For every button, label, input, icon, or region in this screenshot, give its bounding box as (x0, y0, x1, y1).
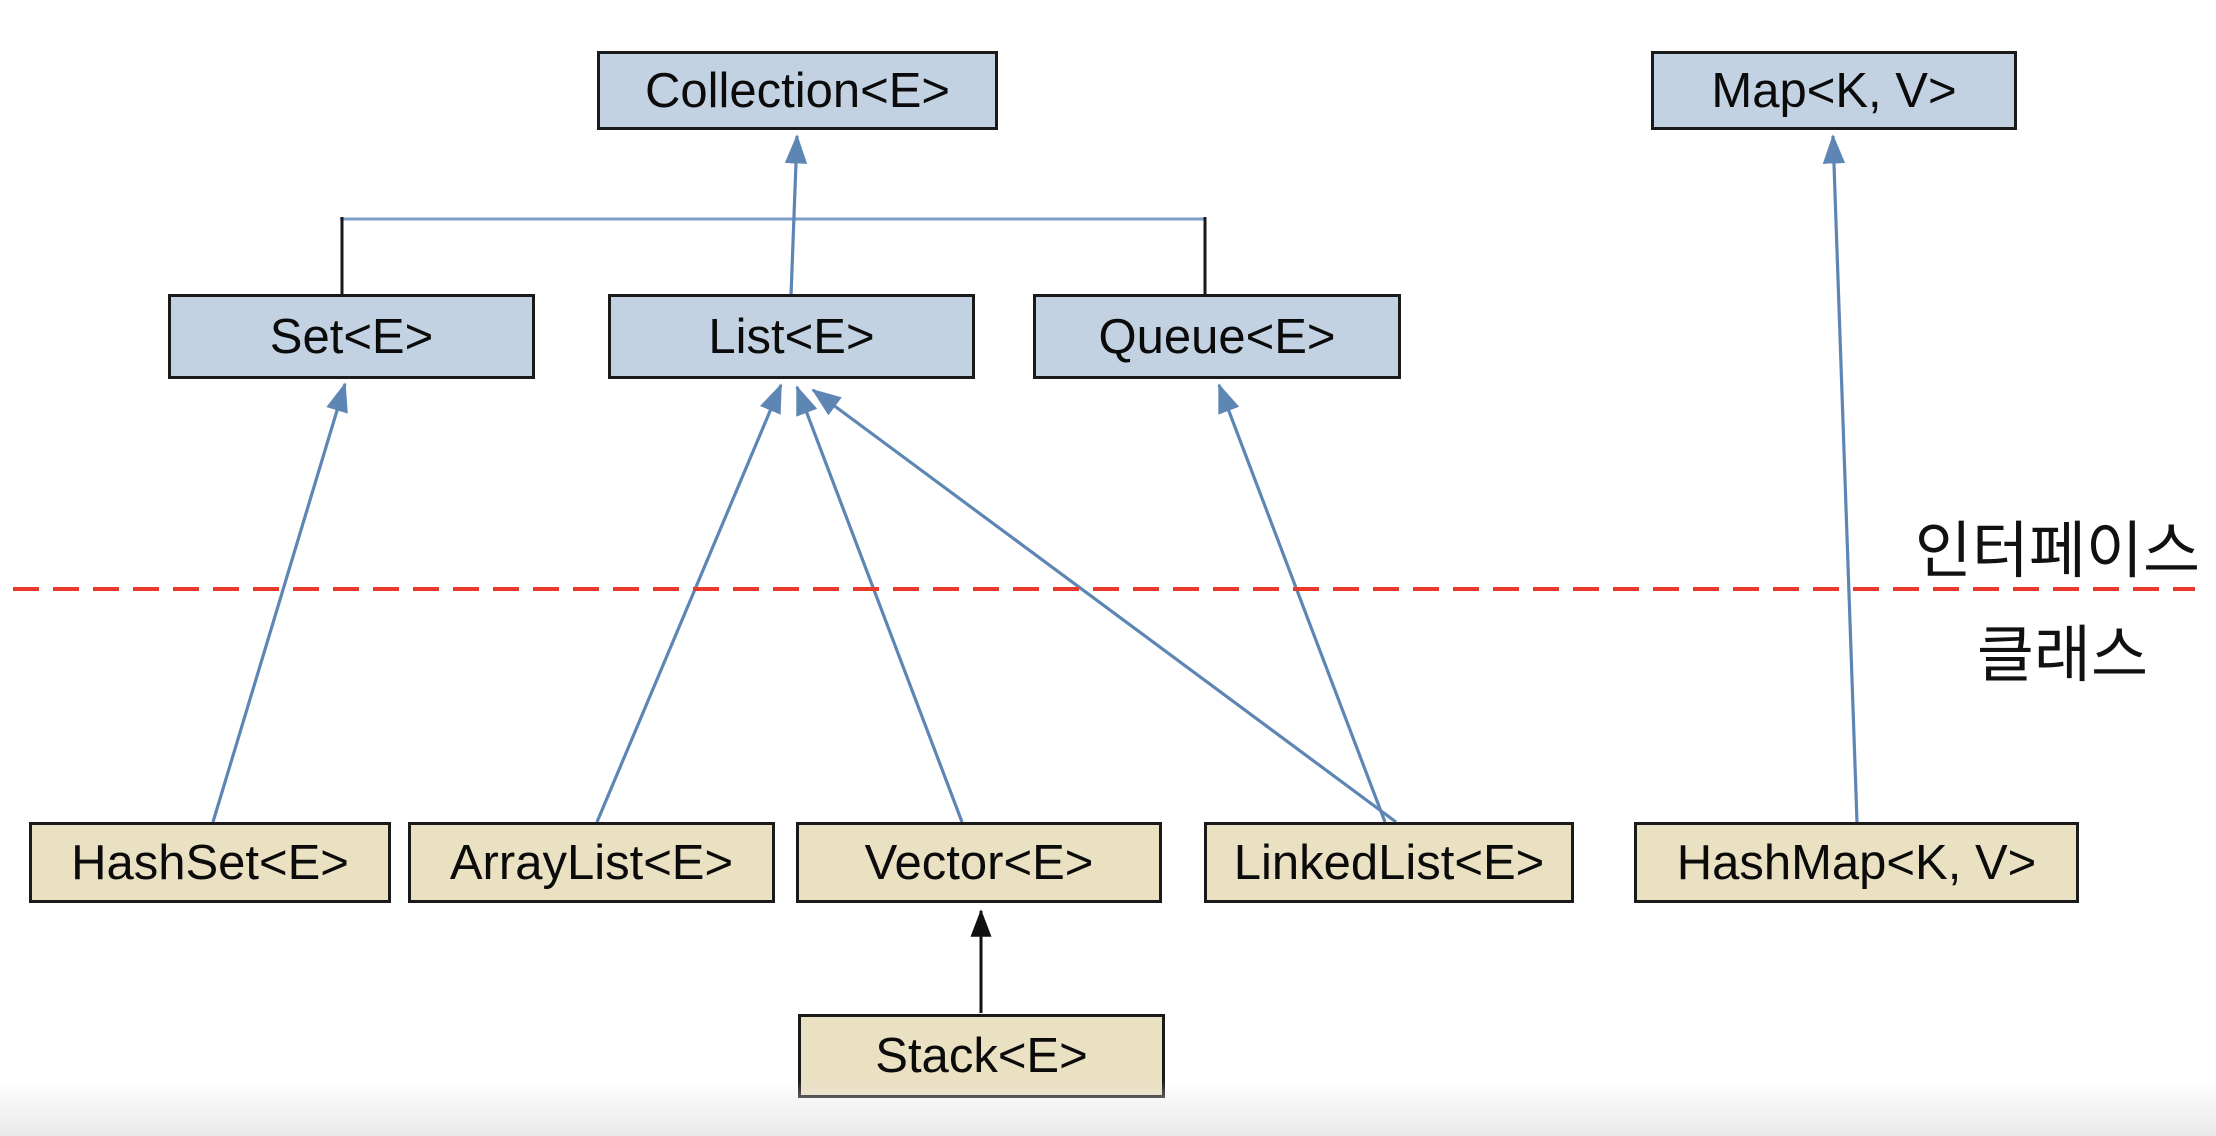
node-queue-interface: Queue<E> (1033, 294, 1401, 379)
node-map-interface: Map<K, V> (1651, 51, 2017, 130)
node-label: Collection<E> (644, 63, 951, 118)
node-vector-class: Vector<E> (796, 822, 1162, 903)
node-label: HashMap<K, V> (1676, 835, 2037, 890)
node-label: Queue<E> (1098, 309, 1336, 364)
node-label: HashSet<E> (71, 835, 349, 890)
node-label: Map<K, V> (1711, 63, 1957, 118)
node-arraylist-class: ArrayList<E> (408, 822, 775, 903)
node-label: Stack<E> (875, 1029, 1088, 1083)
node-linkedlist-class: LinkedList<E> (1204, 822, 1574, 903)
class-region-label: 클래스 (1976, 621, 2148, 690)
node-label: List<E> (708, 309, 875, 364)
edge-arraylist-to-list-arrow (595, 383, 783, 823)
node-list-interface: List<E> (608, 294, 975, 379)
edge-hashset-to-set-arrow (211, 382, 348, 823)
interface-region-label: 인터페이스 (1914, 517, 2200, 586)
node-label: Set<E> (269, 309, 434, 364)
node-label: ArrayList<E> (449, 835, 734, 890)
node-hashset-class: HashSet<E> (29, 822, 391, 903)
node-collection-interface: Collection<E> (597, 51, 998, 130)
edge-linkedlist-to-list-arrow (811, 388, 1397, 824)
bottom-edge-shade (0, 1080, 2216, 1136)
edge-hashmap-to-map-arrow (1822, 134, 1859, 823)
edge-vector-to-list-arrow (795, 385, 964, 823)
node-label: LinkedList<E> (1233, 835, 1545, 890)
node-label: Vector<E> (864, 835, 1094, 890)
edge-linkedlist-to-queue-arrow (1217, 383, 1387, 823)
node-hashmap-class: HashMap<K, V> (1634, 822, 2079, 903)
edge-list-to-collection-arrow (784, 134, 808, 297)
node-set-interface: Set<E> (168, 294, 535, 379)
